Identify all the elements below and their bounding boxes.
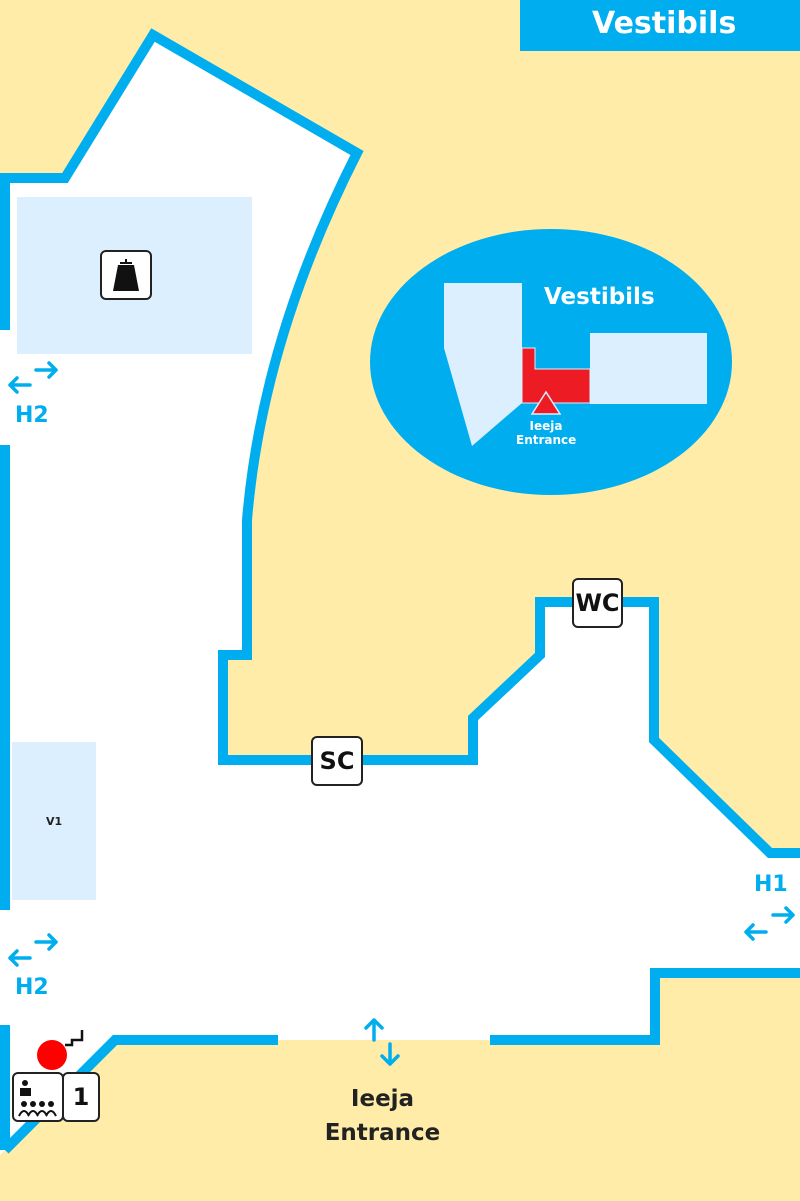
inset-vestibule-highlight bbox=[521, 347, 591, 404]
double-arrow-icon bbox=[8, 933, 58, 967]
page-title: Vestibils bbox=[592, 6, 737, 41]
meeting-room-icon[interactable] bbox=[12, 1072, 64, 1122]
floor-number-badge: 1 bbox=[62, 1072, 100, 1122]
inset-title: Vestibils bbox=[544, 284, 655, 310]
entrance-label: Ieeja Entrance bbox=[310, 1082, 455, 1150]
double-arrow-icon bbox=[744, 906, 795, 941]
cloakroom-icon[interactable] bbox=[100, 250, 152, 300]
inset-entrance-lv: Ieeja bbox=[529, 419, 563, 433]
vertical-arrow-icon bbox=[364, 1018, 400, 1066]
room-v1-label: V1 bbox=[46, 815, 63, 828]
you-are-here-marker bbox=[37, 1040, 67, 1070]
double-arrow-icon bbox=[8, 361, 58, 394]
entrance-label-lv: Ieeja bbox=[350, 1086, 415, 1112]
header-banner bbox=[520, 0, 800, 51]
exit-h2-top[interactable]: H2 bbox=[15, 403, 49, 428]
room-v1 bbox=[12, 742, 96, 900]
exit-h1[interactable]: H1 bbox=[754, 872, 788, 897]
inset-entrance-marker bbox=[530, 390, 562, 415]
wall-north bbox=[0, 28, 800, 858]
wall-south-east bbox=[490, 968, 800, 1045]
exit-h2-bottom[interactable]: H2 bbox=[15, 975, 49, 1000]
sc-sign[interactable]: SC bbox=[311, 736, 363, 786]
inset-room-left bbox=[444, 283, 522, 446]
inset-entrance-en: Entrance bbox=[516, 433, 577, 447]
wc-sign[interactable]: WC bbox=[572, 578, 623, 628]
inset-room-right bbox=[590, 333, 707, 404]
entrance-label-en: Entrance bbox=[324, 1120, 441, 1146]
inset-entrance-label: Ieeja Entrance bbox=[516, 419, 576, 447]
stairs-icon bbox=[65, 1030, 84, 1047]
